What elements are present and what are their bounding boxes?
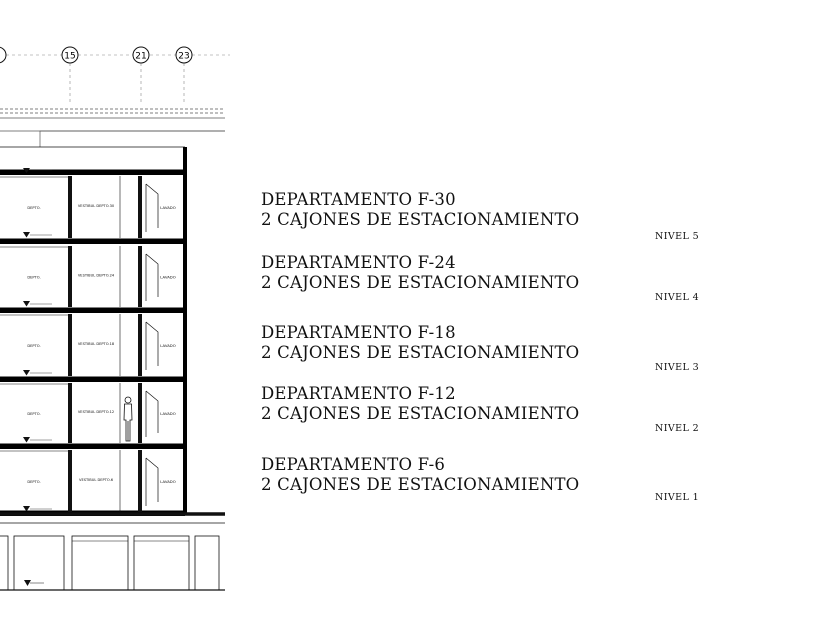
room-label: DEPTO. xyxy=(27,344,40,348)
parking-bay xyxy=(133,535,190,591)
department-title: DEPARTAMENTO F-12 xyxy=(261,384,456,403)
level-tag-2: NIVEL 2 xyxy=(655,423,700,434)
column-wall xyxy=(68,450,72,512)
laundry-label: LAVADO xyxy=(160,411,175,416)
room-label: DEPTO. xyxy=(27,412,40,416)
column-wall xyxy=(138,314,142,376)
floor-section: DEPTO. VESTIBUL DEPTO.18 LAVADO xyxy=(0,314,176,376)
floor-label-nivel-5: DEPARTAMENTO F-30 2 CAJONES DE ESTACIONA… xyxy=(261,190,661,230)
exterior-wall xyxy=(183,147,187,515)
department-title: DEPARTAMENTO F-18 xyxy=(261,323,456,342)
laundry-label: LAVADO xyxy=(160,343,175,348)
column-wall xyxy=(68,383,72,443)
floor-slab xyxy=(0,169,185,175)
floor-section: DEPTO. VESTIBUL DEPTO.24 LAVADO xyxy=(0,246,176,307)
parking-note: 2 CAJONES DE ESTACIONAMIENTO xyxy=(261,475,580,494)
level-tag-3: NIVEL 3 xyxy=(655,362,700,373)
department-title: DEPARTAMENTO F-30 xyxy=(261,190,456,209)
room-label: DEPTO. xyxy=(27,276,40,280)
level-marker-top xyxy=(23,168,30,173)
ground-level xyxy=(0,512,225,591)
floor-slab xyxy=(0,238,185,244)
room-label: DEPTO. xyxy=(27,206,40,210)
grid-label-23: 23 xyxy=(178,52,189,62)
column-wall xyxy=(138,246,142,307)
grid-bubble-21: 21 xyxy=(132,46,150,64)
level-tag-4: NIVEL 4 xyxy=(655,292,700,303)
floor-slab xyxy=(0,376,185,382)
department-title: DEPARTAMENTO F-6 xyxy=(261,455,446,474)
level-tag-5: NIVEL 5 xyxy=(655,231,700,242)
door-leaf xyxy=(145,390,159,437)
parking-note: 2 CAJONES DE ESTACIONAMIENTO xyxy=(261,273,580,292)
column-wall xyxy=(68,314,72,376)
level-marker xyxy=(23,232,30,238)
grid-bubble-15: 15 xyxy=(61,46,79,64)
vestibule-label: VESTIBUL DEPTO.6 xyxy=(79,478,114,482)
level-tag-1: NIVEL 1 xyxy=(655,492,700,503)
level-marker xyxy=(23,437,30,443)
level-marker-ground xyxy=(24,580,31,586)
floor-slab xyxy=(0,443,185,449)
room-label: DEPTO. xyxy=(27,480,40,484)
door-leaf xyxy=(145,457,159,506)
parking-note: 2 CAJONES DE ESTACIONAMIENTO xyxy=(261,210,580,229)
parking-bay xyxy=(71,535,129,591)
vestibule-label: VESTIBUL DEPTO.12 xyxy=(78,410,114,414)
column-wall xyxy=(68,246,72,307)
grid-bubble-23: 23 xyxy=(175,46,193,64)
roof-parapet xyxy=(0,108,225,148)
grid-label-15: 15 xyxy=(64,52,75,62)
column-wall xyxy=(138,176,142,238)
grid-axis-lines xyxy=(0,54,230,105)
level-marker xyxy=(23,506,30,512)
floor-label-nivel-1: DEPARTAMENTO F-6 2 CAJONES DE ESTACIONAM… xyxy=(261,455,661,495)
scale-person-figure xyxy=(123,396,133,442)
laundry-label: LAVADO xyxy=(160,479,175,484)
department-title: DEPARTAMENTO F-24 xyxy=(261,253,456,272)
floor-label-nivel-3: DEPARTAMENTO F-18 2 CAJONES DE ESTACIONA… xyxy=(261,323,661,363)
vestibule-label: VESTIBUL DEPTO.30 xyxy=(78,204,115,208)
column-wall xyxy=(138,383,142,443)
parking-bay xyxy=(0,535,9,591)
floor-slab xyxy=(0,307,185,313)
level-marker xyxy=(23,370,30,376)
door-leaf xyxy=(145,321,159,370)
vestibule-label: VESTIBUL DEPTO.24 xyxy=(78,274,115,278)
floor-label-nivel-4: DEPARTAMENTO F-24 2 CAJONES DE ESTACIONA… xyxy=(261,253,661,293)
parking-note: 2 CAJONES DE ESTACIONAMIENTO xyxy=(261,404,580,423)
grid-label-21: 21 xyxy=(135,52,146,62)
floor-section: DEPTO. VESTIBUL DEPTO.12 LAVADO xyxy=(0,383,176,443)
floor-label-nivel-2: DEPARTAMENTO F-12 2 CAJONES DE ESTACIONA… xyxy=(261,384,661,424)
parking-bay xyxy=(13,535,65,591)
parking-bay xyxy=(194,535,220,591)
level-marker xyxy=(23,301,30,307)
laundry-label: LAVADO xyxy=(160,205,175,210)
column-wall xyxy=(138,450,142,512)
laundry-label: LAVADO xyxy=(160,275,175,280)
vestibule-label: VESTIBUL DEPTO.18 xyxy=(78,342,115,346)
floor-section: DEPTO. VESTIBUL DEPTO.6 LAVADO xyxy=(0,450,176,512)
column-wall xyxy=(68,176,72,238)
floor-section: DEPTO. VESTIBUL DEPTO.30 LAVADO xyxy=(0,176,176,238)
grid-bubble-left-partial xyxy=(0,46,7,64)
door-leaf xyxy=(145,183,159,232)
door-leaf xyxy=(145,253,159,301)
parking-note: 2 CAJONES DE ESTACIONAMIENTO xyxy=(261,343,580,362)
